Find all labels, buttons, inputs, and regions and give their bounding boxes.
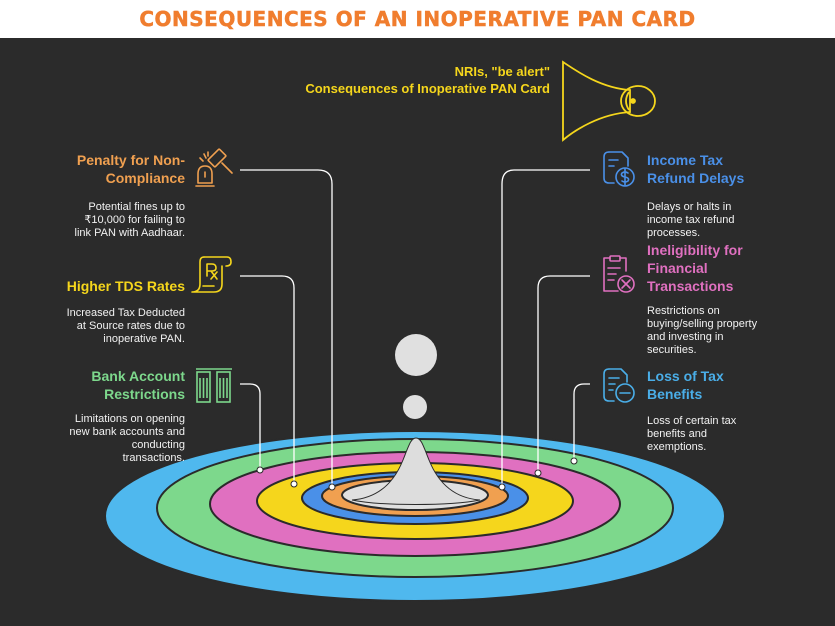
- item-tds: Higher TDS Rates: [20, 277, 185, 295]
- item-penalty-description: Potential fines up to ₹10,000 for failin…: [40, 201, 185, 240]
- item-heading: Income Tax Refund Delays: [647, 151, 827, 187]
- connector-dots: [256, 457, 578, 491]
- heading-line: Higher TDS Rates: [66, 278, 185, 294]
- connector-financial: [537, 275, 590, 472]
- heading-line: Compliance: [105, 170, 185, 186]
- description-line: Potential fines up to: [88, 201, 185, 213]
- gavel-icon: [195, 148, 233, 187]
- description-line: income tax refund: [647, 214, 735, 226]
- bank-columns-icon: [196, 368, 232, 403]
- dot-benefits: [570, 457, 578, 465]
- description-line: inoperative PAN.: [103, 333, 185, 345]
- heading-line: Transactions: [647, 278, 734, 294]
- description-line: securities.: [647, 344, 697, 356]
- item-benefits-description: Loss of certain tax benefits and exempti…: [647, 415, 827, 454]
- connector-refund: [501, 169, 590, 486]
- dot-refund: [498, 483, 506, 491]
- description-line: Limitations on opening: [74, 413, 185, 425]
- description-line: Delays or halts in: [647, 201, 732, 213]
- description-line: transactions.: [122, 452, 185, 464]
- page-title: Consequences of an Inoperative PAN Card: [139, 7, 696, 32]
- description-line: Loss of certain tax: [647, 415, 737, 427]
- connector-bank: [240, 383, 261, 469]
- description-line: link PAN with Aadhaar.: [74, 227, 185, 239]
- description-line: new bank accounts and: [69, 426, 185, 438]
- nri-line-2: Consequences of Inoperative PAN Card: [305, 81, 550, 96]
- description-line: exemptions.: [647, 441, 707, 453]
- item-heading: Penalty for Non- Compliance: [20, 151, 185, 187]
- clipboard-x-icon: [603, 255, 635, 293]
- description-line: benefits and: [647, 428, 707, 440]
- heading-line: Income Tax: [647, 152, 723, 168]
- heading-line: Loss of Tax: [647, 368, 724, 384]
- droplet-small: [403, 395, 427, 419]
- prescription-scroll-icon: [191, 256, 232, 293]
- item-refund: Income Tax Refund Delays: [647, 151, 827, 187]
- item-heading: Loss of Tax Benefits: [647, 367, 827, 403]
- item-financial-description: Restrictions on buying/selling property …: [647, 305, 827, 357]
- item-heading: Higher TDS Rates: [20, 277, 185, 295]
- description-line: ₹10,000 for failing to: [84, 214, 185, 226]
- description-line: buying/selling property: [647, 318, 758, 330]
- item-refund-description: Delays or halts in income tax refund pro…: [647, 201, 827, 240]
- item-benefits: Loss of Tax Benefits: [647, 367, 827, 403]
- description-line: conducting: [131, 439, 185, 451]
- megaphone-icon: [562, 60, 656, 142]
- item-tds-description: Increased Tax Deducted at Source rates d…: [40, 307, 185, 346]
- heading-line: Financial: [647, 260, 708, 276]
- description-line: and investing in: [647, 331, 724, 343]
- dot-penalty: [328, 483, 336, 491]
- dot-tds: [290, 480, 298, 488]
- item-financial: Ineligibility for Financial Transactions: [647, 241, 827, 295]
- connector-tds: [240, 275, 295, 483]
- description-line: Restrictions on: [647, 305, 720, 317]
- item-heading: Bank Account Restrictions: [20, 367, 185, 403]
- item-bank-description: Limitations on opening new bank accounts…: [40, 413, 185, 465]
- dot-financial: [534, 469, 542, 477]
- connector-penalty: [240, 169, 333, 486]
- heading-line: Benefits: [647, 386, 703, 402]
- heading-line: Bank Account: [91, 368, 185, 384]
- dollar-document-icon: [603, 151, 635, 187]
- item-bank: Bank Account Restrictions: [20, 367, 185, 403]
- description-line: Increased Tax Deducted: [66, 307, 185, 319]
- description-line: processes.: [647, 227, 701, 239]
- description-line: at Source rates due to: [76, 320, 185, 332]
- heading-line: Penalty for Non-: [76, 152, 185, 168]
- connector-benefits: [573, 383, 590, 461]
- connector-lines: [240, 169, 590, 486]
- document-minus-icon: [603, 368, 635, 403]
- heading-line: Refund Delays: [647, 170, 745, 186]
- dot-bank: [256, 466, 264, 474]
- nri-callout: NRIs, "be alert" Consequences of Inopera…: [240, 63, 550, 97]
- water-splash: [351, 437, 481, 505]
- droplet-large: [395, 334, 437, 376]
- item-penalty: Penalty for Non- Compliance: [20, 151, 185, 187]
- heading-line: Ineligibility for: [647, 242, 743, 258]
- title-bar: Consequences of an Inoperative PAN Card: [0, 0, 835, 38]
- item-heading: Ineligibility for Financial Transactions: [647, 241, 827, 295]
- nri-line-1: NRIs, "be alert": [454, 64, 550, 79]
- heading-line: Restrictions: [104, 386, 185, 402]
